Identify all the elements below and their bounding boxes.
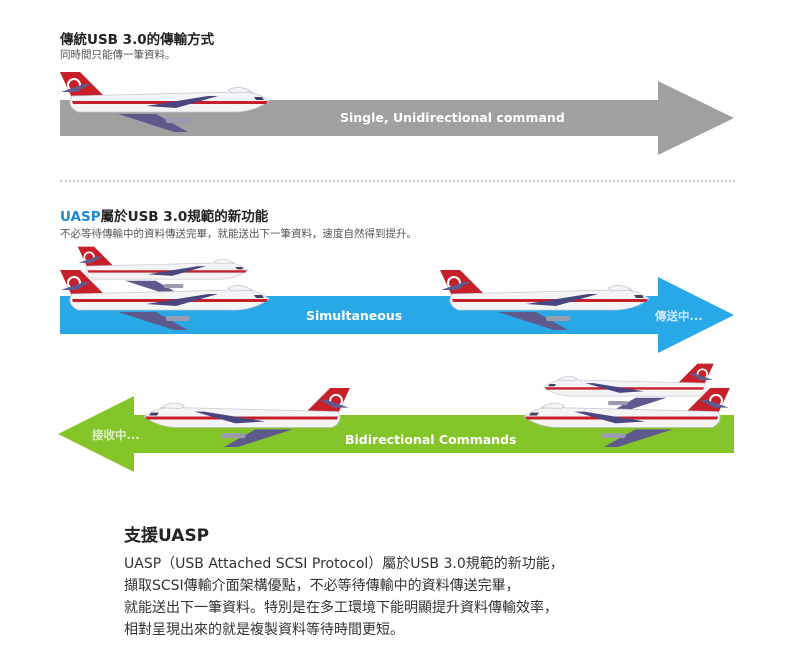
section2-title-accent: UASP <box>60 209 101 225</box>
description-line: UASP（USB Attached SCSI Protocol）屬於USB 3.… <box>124 556 564 572</box>
section2-title-rest: 屬於USB 3.0規範的新功能 <box>100 209 269 225</box>
airplane-icon <box>60 72 270 132</box>
airplane-icon <box>543 363 714 413</box>
section1-subtitle: 同時間只能傳一筆資料。 <box>60 49 176 61</box>
airplane-icon <box>60 270 270 330</box>
airplane-icon <box>523 387 730 448</box>
airplane-icon <box>77 246 249 296</box>
section2-title: UASP屬於USB 3.0規範的新功能 <box>60 205 268 225</box>
sending-label: 傳送中... <box>655 309 703 323</box>
section1-title: 傳統USB 3.0的傳輸方式 <box>60 32 215 48</box>
description-line: 相對呈現出來的就是複製資料等待時間更短。 <box>124 622 404 638</box>
section-divider <box>60 180 735 182</box>
simultaneous-label: Simultaneous <box>306 308 403 323</box>
uasp-support-title: 支援UASP <box>124 526 210 546</box>
airplane-icon <box>143 387 350 448</box>
description-line: 擷取SCSI傳輸介面架構優點，不必等待傳輸中的資料傳送完畢， <box>124 578 520 594</box>
bidirectional-label: Bidirectional Commands <box>345 432 517 447</box>
section2-subtitle: 不必等待傳輸中的資料傳送完畢，就能送出下一筆資料，速度自然得到提升。 <box>60 228 417 240</box>
description-line: 就能送出下一筆資料。特別是在多工環境下能明顯提升資料傳輸效率， <box>124 600 558 616</box>
receiving-label: 接收中... <box>92 428 140 442</box>
airplane-icon <box>440 270 650 330</box>
single-command-arrow-shape <box>60 81 734 155</box>
single-command-label: Single, Unidirectional command <box>340 110 565 125</box>
